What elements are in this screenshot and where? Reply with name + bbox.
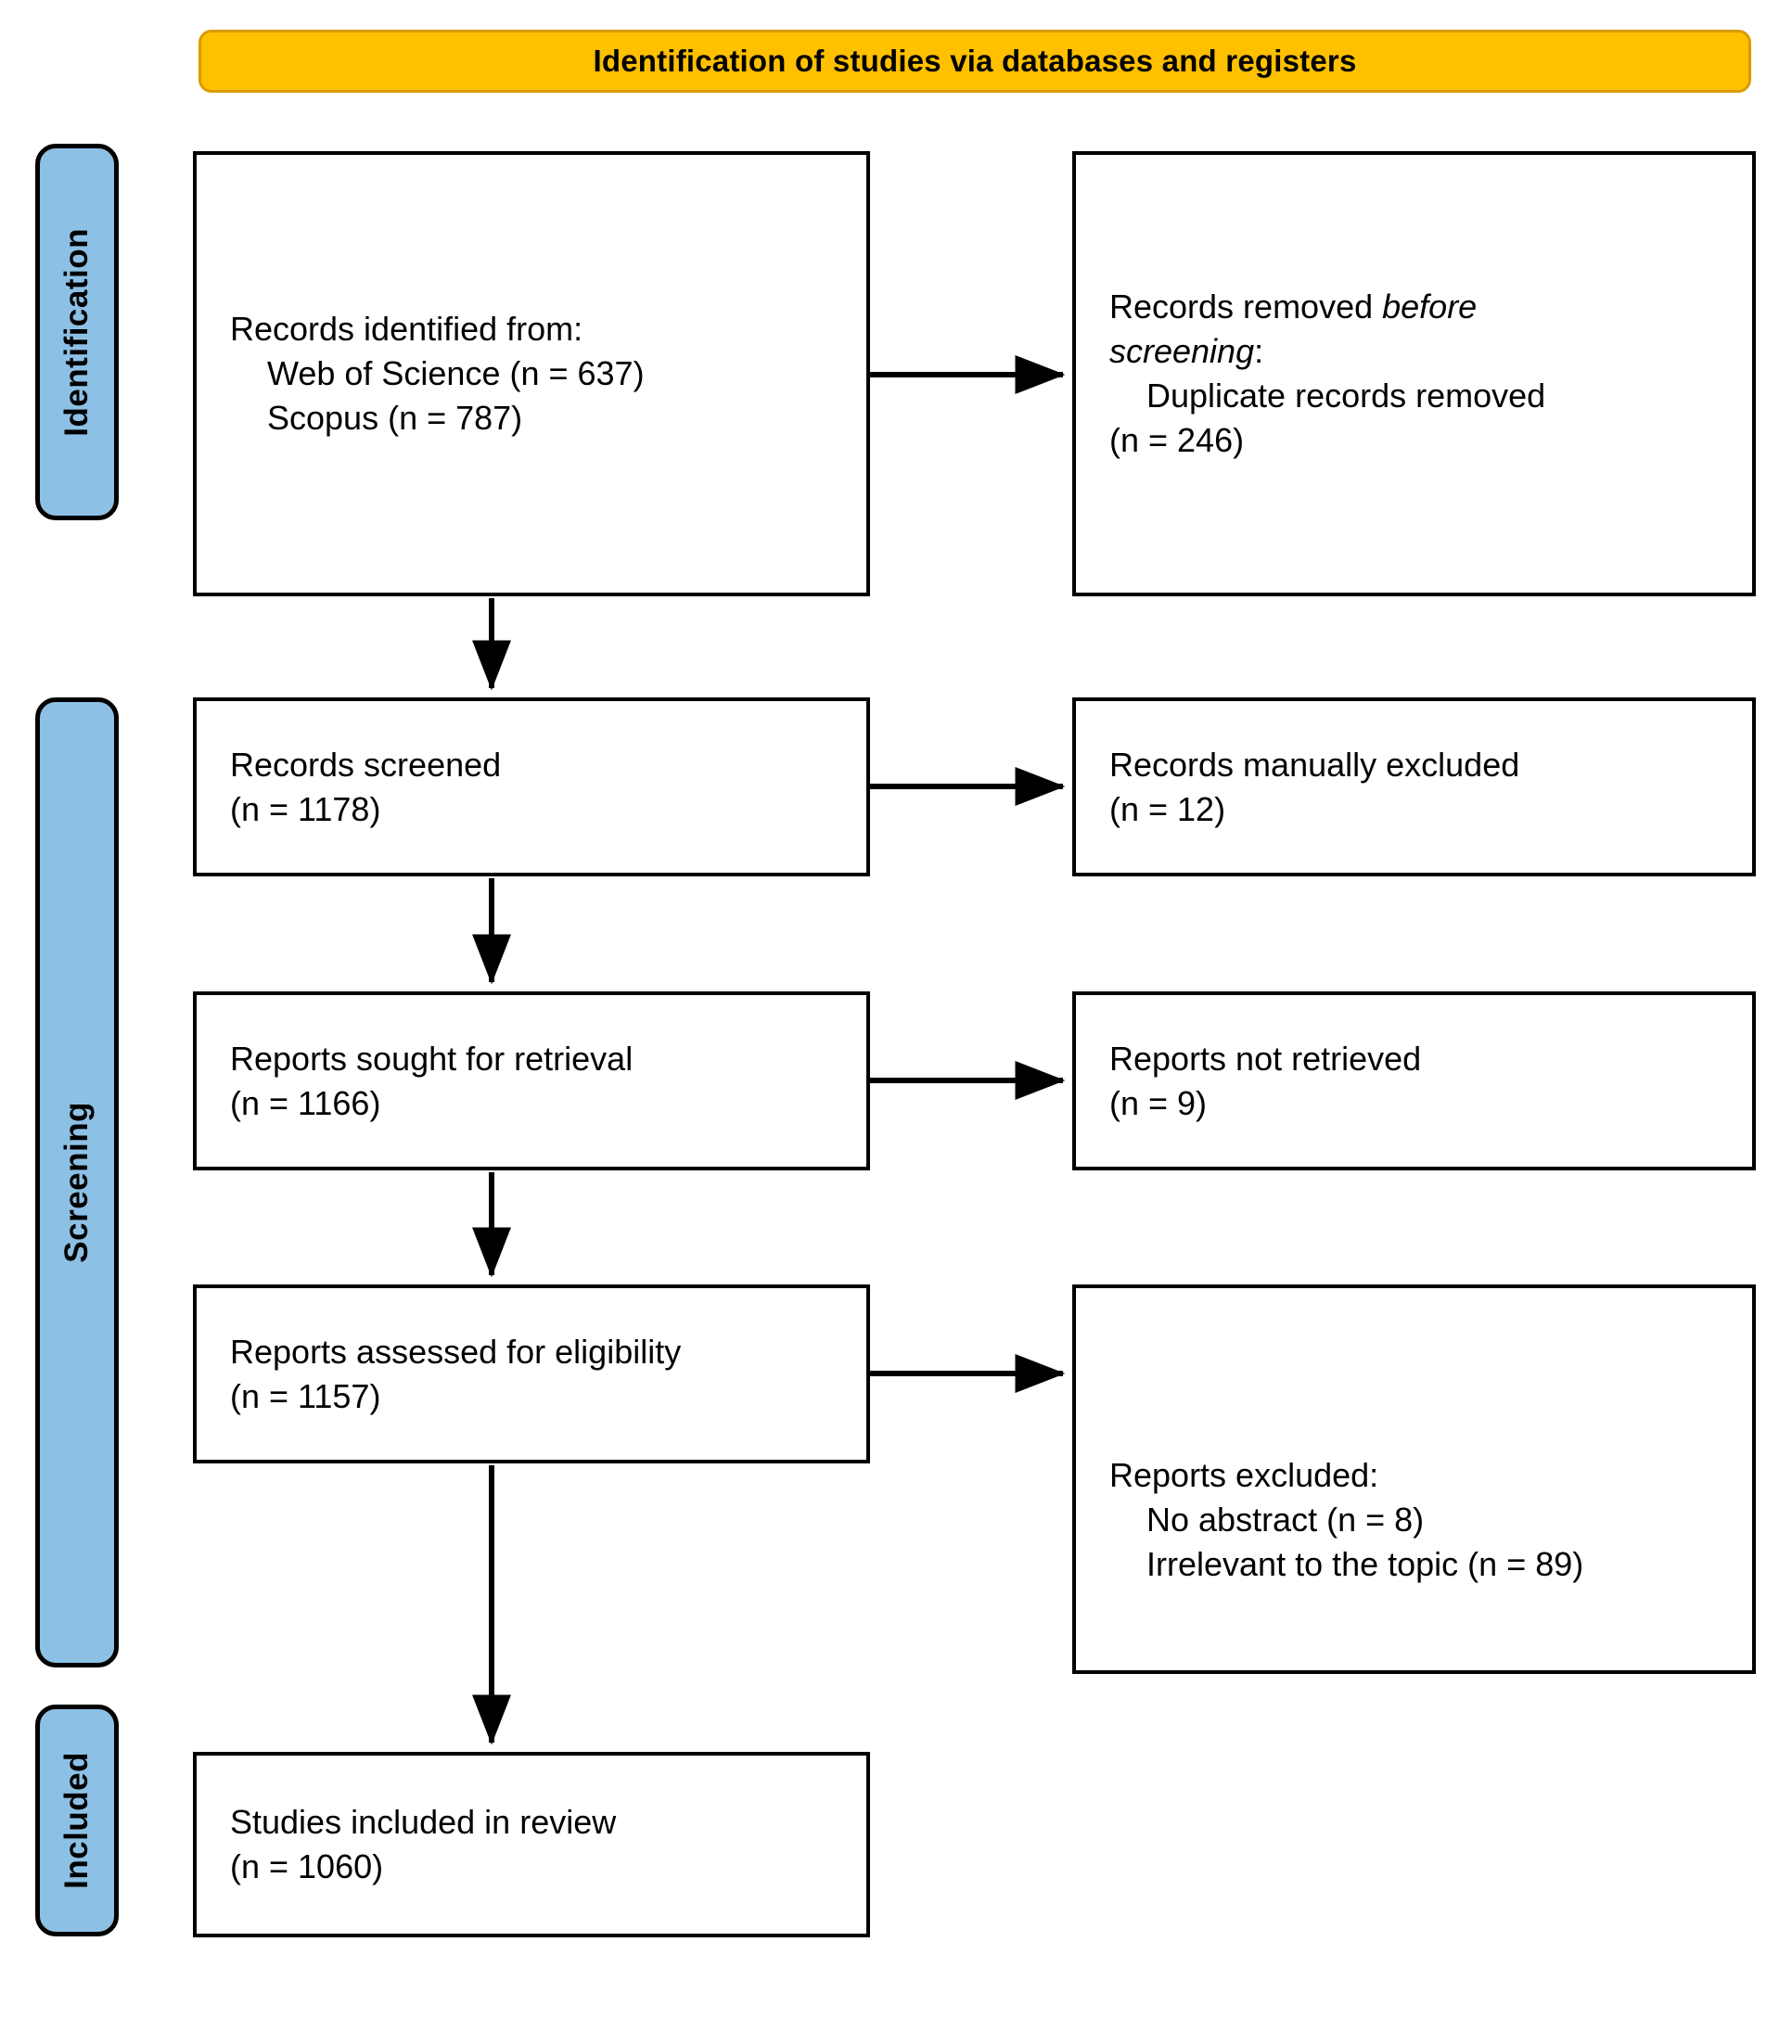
records-removed-line-1-italic: before: [1382, 287, 1478, 326]
box-reports-not-retrieved: Reports not retrieved (n = 9): [1072, 991, 1756, 1170]
box-records-screened: Records screened (n = 1178): [193, 697, 870, 876]
studies-included-line-2: (n = 1060): [230, 1847, 384, 1885]
box-reports-excluded: Reports excluded: No abstract (n = 8) Ir…: [1072, 1284, 1756, 1674]
records-screened-line-1: Records screened: [230, 745, 502, 784]
box-records-manually-excluded: Records manually excluded (n = 12): [1072, 697, 1756, 876]
reports-sought-line-2: (n = 1166): [230, 1083, 381, 1122]
reports-not-retrieved-line-1: Reports not retrieved: [1109, 1039, 1422, 1078]
reports-sought-line-1: Reports sought for retrieval: [230, 1039, 634, 1078]
records-manually-excluded-line-2: (n = 12): [1109, 789, 1226, 828]
studies-included-line-1: Studies included in review: [230, 1803, 617, 1841]
records-removed-line-2-plain: :: [1254, 332, 1264, 370]
box-studies-included-in-review: Studies included in review (n = 1060): [193, 1752, 870, 1937]
reports-assessed-line-1: Reports assessed for eligibility: [230, 1332, 682, 1371]
reports-excluded-line-3: Irrelevant to the topic (n = 89): [1146, 1545, 1584, 1583]
stage-label-screening-text: Screening: [58, 1102, 95, 1263]
diagram-title: Identification of studies via databases …: [593, 44, 1357, 78]
reports-assessed-line-2: (n = 1157): [230, 1376, 381, 1415]
records-removed-line-1-plain: Records removed: [1109, 287, 1383, 326]
reports-not-retrieved-line-2: (n = 9): [1109, 1083, 1208, 1122]
stage-label-identification-text: Identification: [58, 227, 95, 437]
records-identified-line-1: Records identified from:: [230, 310, 583, 348]
reports-excluded-line-1: Reports excluded:: [1109, 1456, 1379, 1494]
records-removed-line-4: (n = 246): [1109, 421, 1245, 459]
box-reports-sought-for-retrieval: Reports sought for retrieval (n = 1166): [193, 991, 870, 1170]
reports-excluded-line-2: No abstract (n = 8): [1146, 1501, 1425, 1539]
stage-label-identification: Identification: [35, 144, 119, 520]
stage-label-included-text: Included: [58, 1752, 95, 1889]
records-screened-line-2: (n = 1178): [230, 789, 381, 828]
box-records-removed-before-screening: Records removed before screening: Duplic…: [1072, 151, 1756, 596]
stage-label-included: Included: [35, 1705, 119, 1936]
records-removed-line-3: Duplicate records removed: [1146, 377, 1546, 415]
records-identified-line-3: Scopus (n = 787): [267, 399, 523, 437]
records-manually-excluded-line-1: Records manually excluded: [1109, 745, 1520, 784]
stage-label-screening: Screening: [35, 697, 119, 1667]
box-reports-assessed-for-eligibility: Reports assessed for eligibility (n = 11…: [193, 1284, 870, 1463]
box-records-identified: Records identified from: Web of Science …: [193, 151, 870, 596]
diagram-header-banner: Identification of studies via databases …: [198, 30, 1751, 93]
records-removed-line-1: Records removed before: [1109, 285, 1734, 329]
records-removed-line-2: screening:: [1109, 329, 1734, 374]
records-removed-line-2-italic: screening: [1109, 332, 1255, 370]
records-identified-line-2: Web of Science (n = 637): [267, 354, 645, 392]
